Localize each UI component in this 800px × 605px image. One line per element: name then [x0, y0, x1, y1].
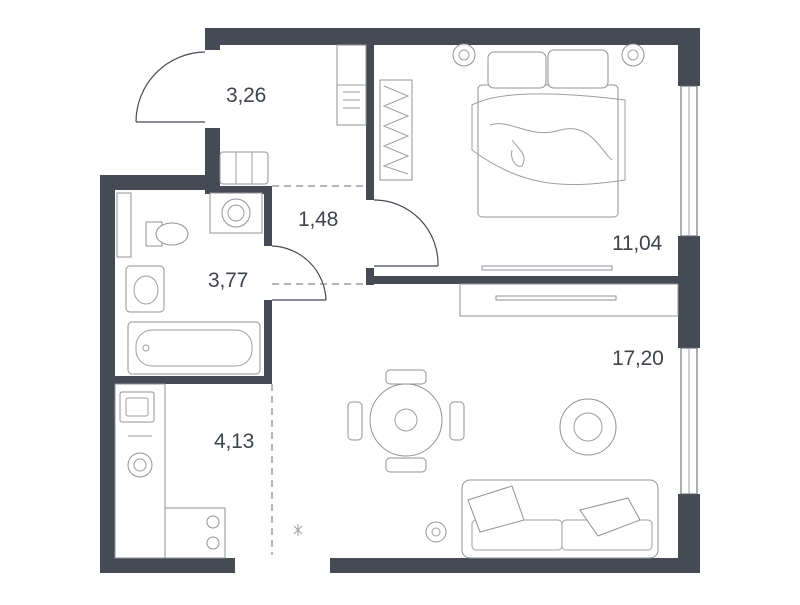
area-label-hall: 3,26: [226, 84, 267, 107]
area-label-kitchen: 4,13: [214, 430, 255, 453]
kitchen-counter: [114, 383, 226, 559]
exterior-walls: [100, 28, 700, 573]
area-label-corridor: 1,48: [298, 208, 339, 231]
interior-walls: [115, 45, 680, 384]
wardrobe-bedroom: [379, 79, 413, 181]
windows: [680, 85, 698, 495]
zone-separators: [271, 185, 366, 555]
doors: [135, 51, 439, 301]
tv-bedroom: [481, 265, 613, 271]
bed: [452, 43, 645, 218]
bench-entrance: [219, 151, 269, 185]
bathroom-fixtures: [116, 192, 263, 375]
area-label-living-room: 17,20: [612, 347, 664, 370]
wardrobe-entrance: [336, 44, 367, 126]
area-label-bedroom: 11,04: [612, 232, 662, 255]
area-label-bathroom: 3,77: [208, 269, 249, 292]
tv-unit-living: [459, 283, 679, 317]
entry-mark: [293, 524, 303, 536]
floor-drain: [425, 521, 447, 543]
dining-table: [347, 369, 465, 473]
round-rug: [559, 398, 617, 456]
sofa: [461, 479, 659, 559]
